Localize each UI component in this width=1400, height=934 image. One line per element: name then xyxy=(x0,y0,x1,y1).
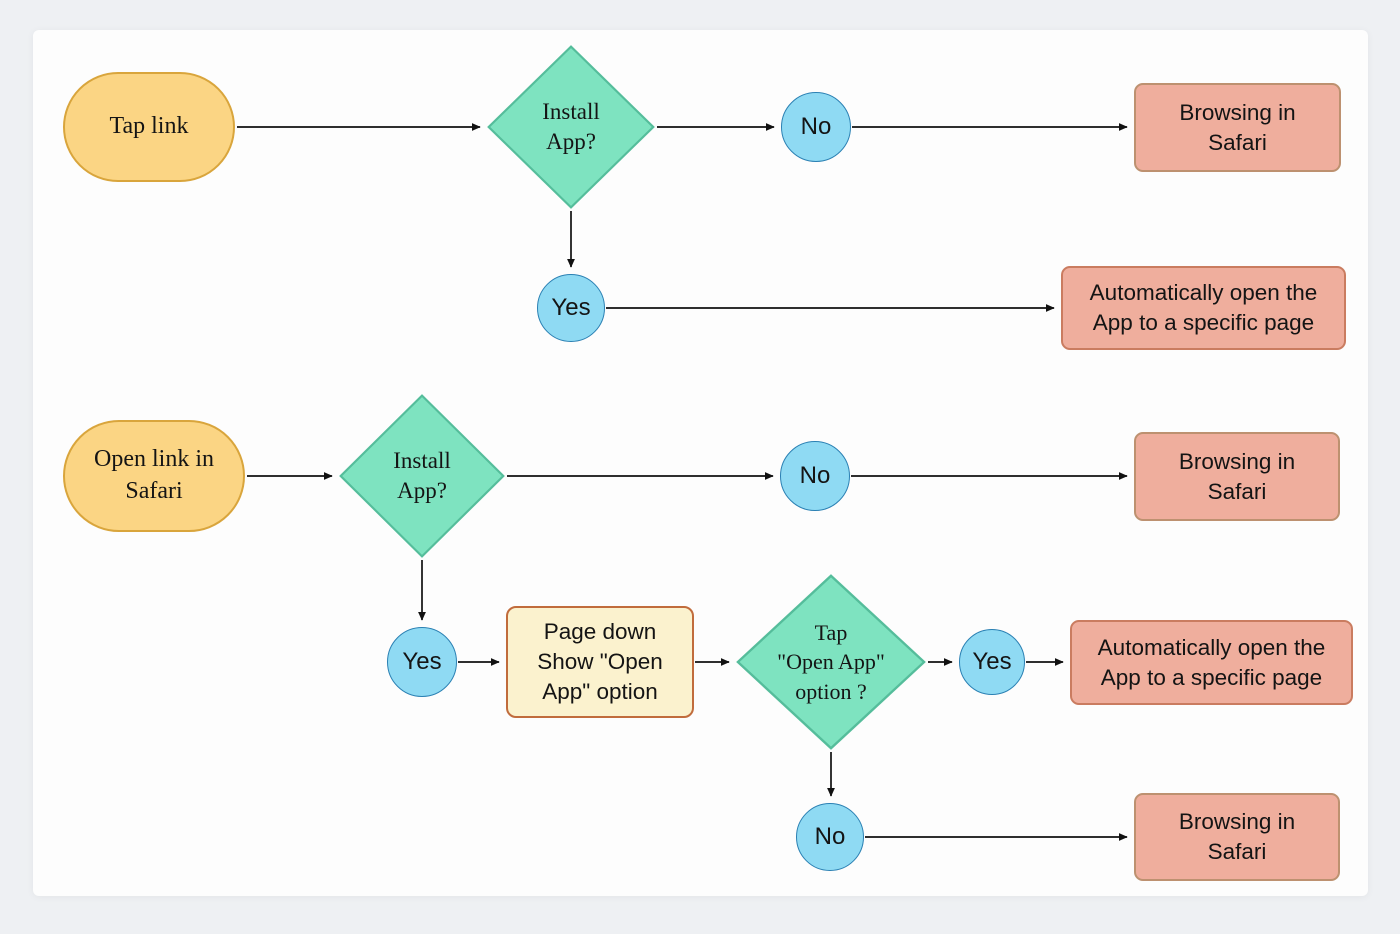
branch-node-yes-1: Yes xyxy=(537,274,605,342)
node-label: Browsing in Safari xyxy=(1178,448,1296,504)
decision-node-install-app-1: Install App? xyxy=(487,45,655,209)
branch-node-yes-3: Yes xyxy=(959,629,1025,695)
node-label: Tap link xyxy=(109,113,189,140)
node-label: Browsing in Safari xyxy=(1179,99,1296,155)
branch-node-no-2: No xyxy=(780,441,850,511)
node-label: No xyxy=(800,113,832,141)
node-label: Tap "Open App" option ? xyxy=(777,620,885,704)
diamond-shape xyxy=(736,574,926,750)
result-node-browsing-safari-1: Browsing in Safari xyxy=(1134,83,1341,172)
branch-node-no-3: No xyxy=(796,803,864,871)
node-label: Yes xyxy=(402,648,442,676)
branch-node-yes-2: Yes xyxy=(387,627,457,697)
node-label: Install App? xyxy=(393,447,451,503)
node-label: Yes xyxy=(551,294,591,322)
decision-node-install-app-2: Install App? xyxy=(339,394,505,558)
process-node-page-down: Page down Show "Open App" option xyxy=(506,606,694,718)
start-node-open-link-safari: Open link in Safari xyxy=(63,420,245,532)
result-node-auto-open-1: Automatically open the App to a specific… xyxy=(1061,266,1346,350)
node-label: Automatically open the App to a specific… xyxy=(1097,634,1326,690)
result-node-auto-open-2: Automatically open the App to a specific… xyxy=(1070,620,1353,705)
node-label: Browsing in Safari xyxy=(1178,809,1296,864)
node-label: Page down Show "Open App" option xyxy=(537,619,663,704)
node-label: Yes xyxy=(972,648,1012,676)
decision-node-tap-open-app: Tap "Open App" option ? xyxy=(736,574,926,750)
start-node-tap-link: Tap link xyxy=(63,72,235,182)
branch-node-no-1: No xyxy=(781,92,851,162)
node-label: No xyxy=(814,823,846,851)
result-node-browsing-safari-3: Browsing in Safari xyxy=(1134,793,1340,881)
node-label: Install App? xyxy=(542,98,600,154)
diamond-shape xyxy=(339,394,505,558)
node-label: Automatically open the App to a specific… xyxy=(1089,280,1318,335)
node-label: Open link in Safari xyxy=(94,446,214,504)
diamond-shape xyxy=(487,45,655,209)
result-node-browsing-safari-2: Browsing in Safari xyxy=(1134,432,1340,521)
node-label: No xyxy=(799,462,831,490)
